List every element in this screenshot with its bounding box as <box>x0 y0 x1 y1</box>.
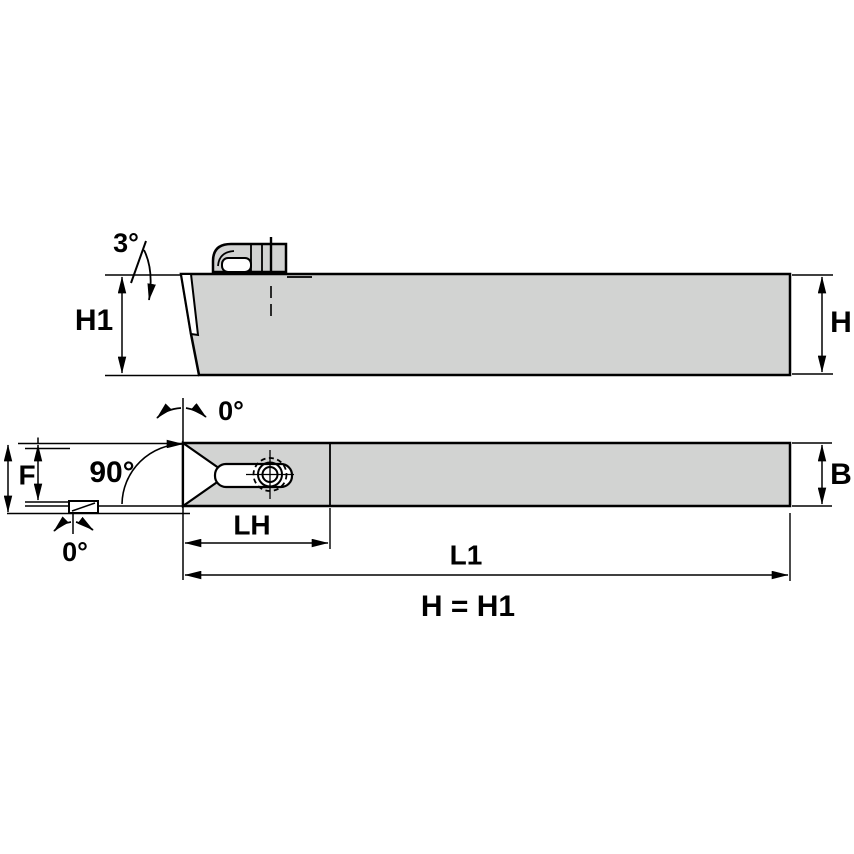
dimension-l1: L1 <box>184 513 791 581</box>
inclination-front-annotation: 0° <box>53 500 99 567</box>
insert-front-edge <box>179 273 200 337</box>
insert-edge-rake-line <box>71 502 96 512</box>
l1-label: L1 <box>450 539 483 570</box>
b-label: B <box>830 458 852 491</box>
height-equation-note: H = H1 <box>421 590 515 623</box>
plan-view: 0° 90° F 0° <box>3 396 852 623</box>
dimension-h: H <box>792 274 852 375</box>
triangle-insert <box>181 440 230 509</box>
clamp-screw-head <box>246 450 294 499</box>
lead-angle-label: 90° <box>89 456 134 489</box>
rake-angle-annotation: 3° <box>113 228 156 301</box>
side-view-shank <box>179 272 792 377</box>
inclination-top-annotation: 0° <box>156 396 244 426</box>
lead-angle-annotation: 90° <box>89 439 184 505</box>
rake-angle-label: 3° <box>113 228 139 258</box>
h-label: H <box>830 306 852 339</box>
inclination-front-label: 0° <box>62 537 88 567</box>
rake-angle-arc <box>143 249 156 301</box>
dimension-b: B <box>792 442 852 507</box>
lead-angle-arc <box>121 439 184 505</box>
rake-angle-reference-line <box>130 240 147 284</box>
lh-label: LH <box>233 509 270 540</box>
h1-label: H1 <box>75 304 113 337</box>
f-label: F <box>18 459 35 490</box>
side-view: 3° H1 H <box>75 228 852 377</box>
clamp-nose <box>221 257 252 273</box>
dimension-h1: H1 <box>75 274 199 377</box>
rotation-arrow-left <box>156 403 182 419</box>
dimension-lh: LH <box>184 508 331 549</box>
rotation-arrow-left <box>53 516 72 532</box>
rotation-arrow-right <box>185 403 207 418</box>
dimension-f: F <box>3 437 190 515</box>
rotation-arrow-right <box>75 516 94 531</box>
screw-head-circle <box>257 461 283 488</box>
inclination-top-label: 0° <box>218 396 244 426</box>
screw-socket-circle <box>261 466 279 483</box>
clamp-inner-radius <box>217 250 235 267</box>
screw-outer-circle <box>252 457 288 492</box>
